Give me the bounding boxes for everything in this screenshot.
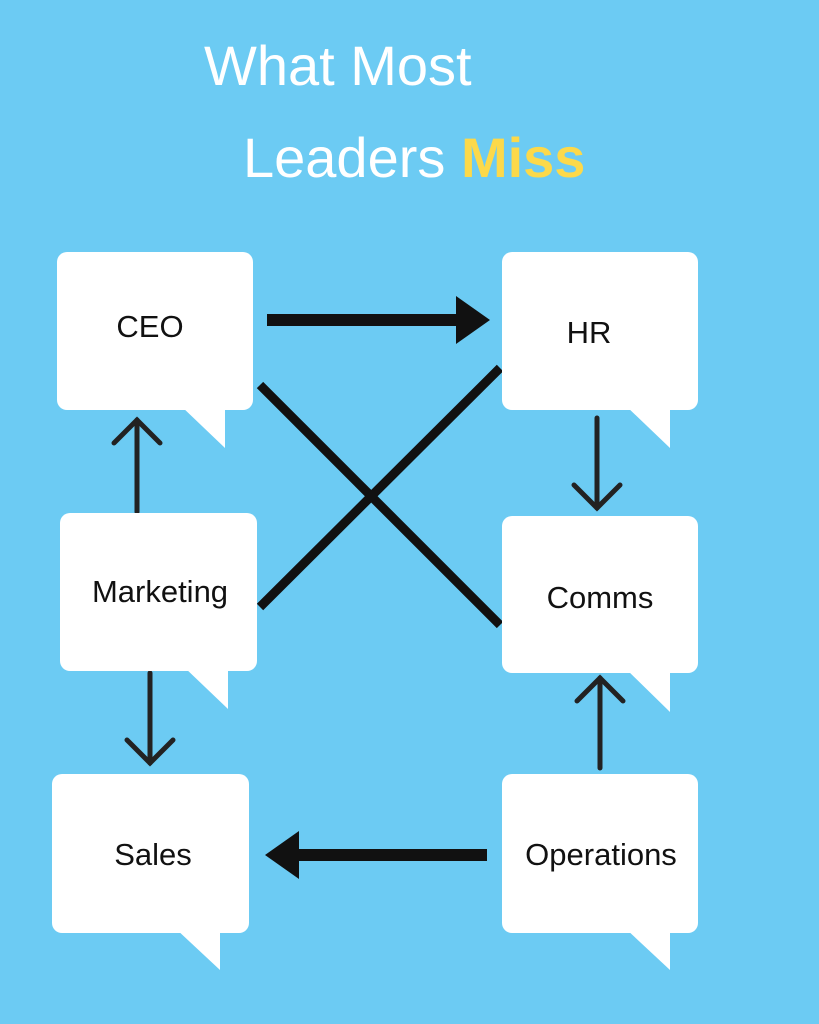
node-ceo: CEO — [57, 252, 253, 448]
node-operations: Operations — [502, 774, 698, 970]
edge-marketing-hr — [256, 364, 504, 611]
title-highlight: Miss — [460, 126, 586, 189]
arrow-operations-to-comms — [574, 674, 626, 771]
title-line-2: Leaders Miss — [243, 130, 585, 186]
title-line-1: What Most — [204, 34, 472, 97]
edge-ceo-comms — [256, 381, 504, 629]
arrow-marketing-to-sales — [124, 670, 176, 767]
node-label-hr: HR — [567, 315, 612, 350]
node-hr: HR — [502, 252, 698, 448]
node-comms: Comms — [502, 516, 698, 712]
node-label-operations: Operations — [525, 837, 677, 872]
title-prefix: Leaders — [243, 126, 446, 189]
arrow-hr-to-comms — [571, 415, 623, 512]
arrow-operations-to-sales — [265, 831, 487, 879]
node-marketing: Marketing — [60, 513, 257, 709]
node-label-marketing: Marketing — [92, 574, 228, 609]
node-sales: Sales — [52, 774, 249, 970]
node-label-sales: Sales — [114, 837, 192, 872]
arrow-ceo-to-hr — [267, 296, 490, 344]
node-label-ceo: CEO — [116, 309, 183, 344]
arrow-marketing-to-ceo — [111, 416, 163, 515]
node-label-comms: Comms — [547, 580, 654, 615]
